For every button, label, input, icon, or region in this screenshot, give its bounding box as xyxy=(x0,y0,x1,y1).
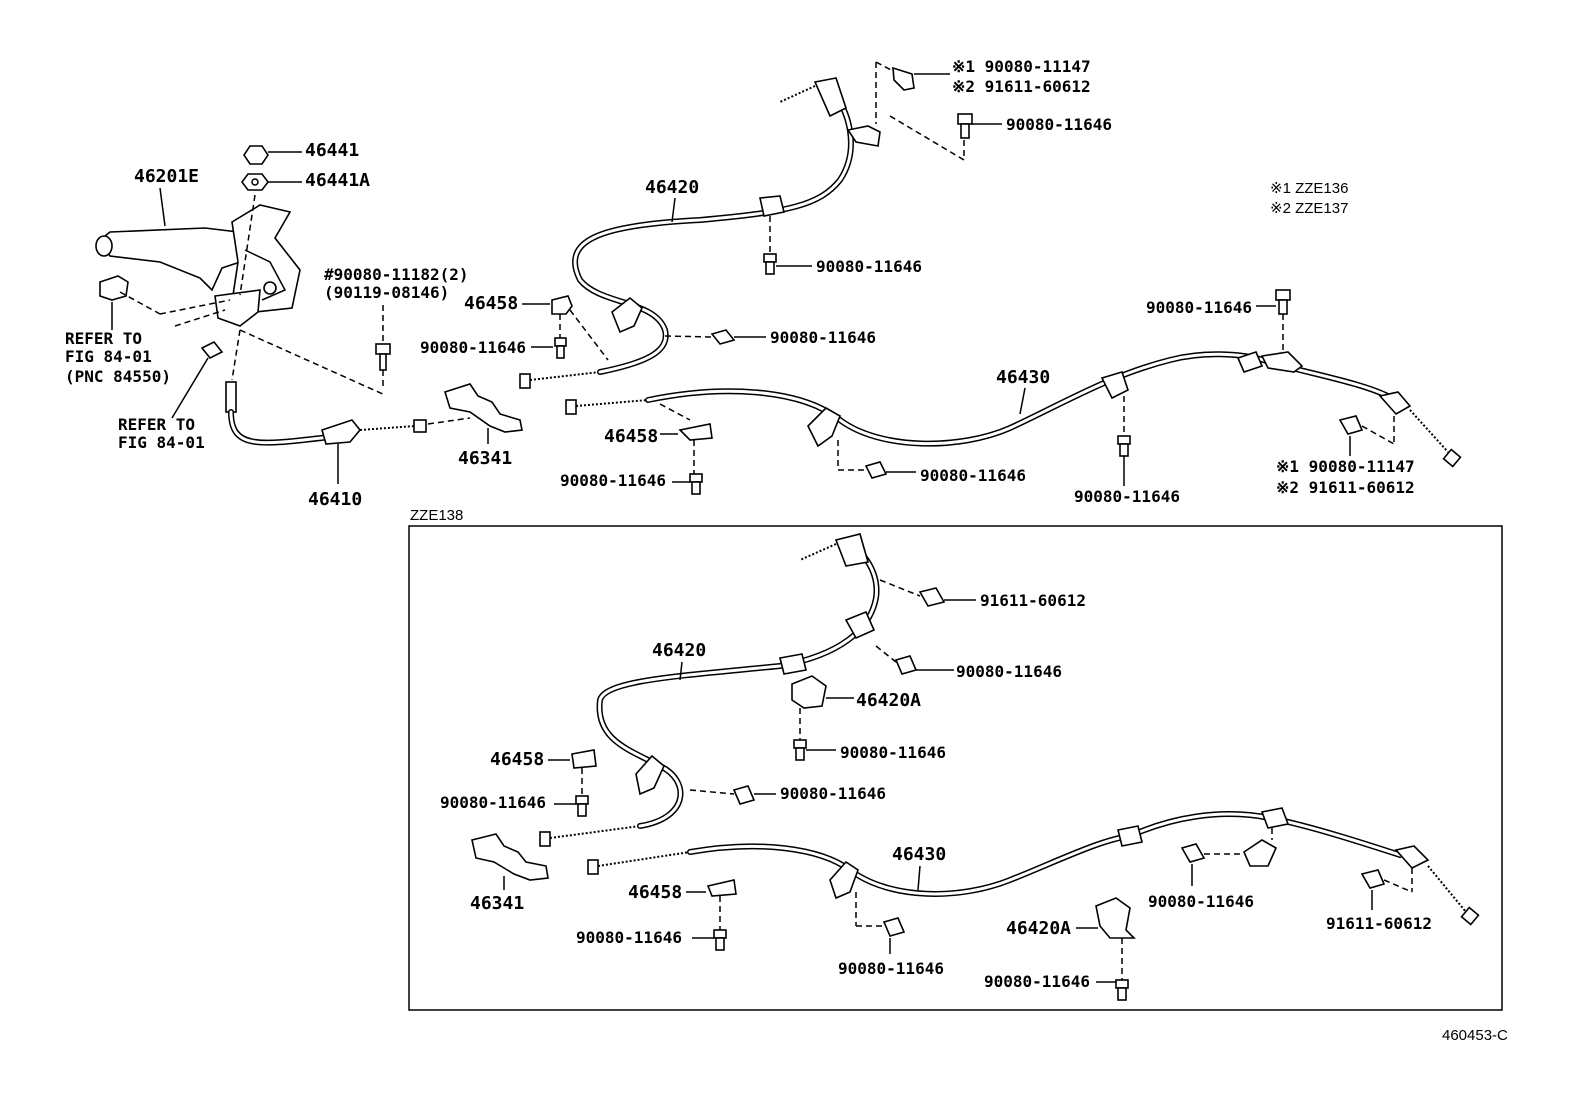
legend-zze137: ※2 ZZE137 xyxy=(1270,200,1348,217)
label-bolt-note2: (90119-08146) xyxy=(324,283,449,302)
parking-brake-lever[interactable] xyxy=(95,204,301,313)
screw-small[interactable] xyxy=(200,340,224,360)
switch-clip[interactable] xyxy=(99,275,129,301)
box-equalizer-46341[interactable] xyxy=(471,833,549,881)
bolt-rh-end-90080[interactable] xyxy=(957,113,973,139)
box-label-46341: 46341 xyxy=(470,893,524,914)
label-lh-note2: ※2 91611-60612 xyxy=(1276,478,1415,497)
label-bolt-e: 90080-11646 xyxy=(560,471,666,490)
label-refer1-line2: FIG 84-01 xyxy=(65,347,152,366)
box-bolt-4[interactable] xyxy=(882,917,906,937)
label-bolt-a: 90080-11646 xyxy=(420,338,526,357)
clamp-46458-lower[interactable] xyxy=(678,423,713,441)
label-46410: 46410 xyxy=(308,489,362,510)
bolt-rh-mid[interactable] xyxy=(763,253,777,275)
bolt-rh-end-special[interactable] xyxy=(892,66,915,91)
bolt-near-46458[interactable] xyxy=(554,337,567,359)
bolt-lh-end-special[interactable] xyxy=(1338,415,1364,435)
bolt-lh-1[interactable] xyxy=(864,461,888,479)
box-lh-cable-46430[interactable] xyxy=(587,807,1480,926)
label-46341-top: 46341 xyxy=(458,448,512,469)
label-refer1-line1: REFER TO xyxy=(65,329,142,348)
label-46441a: 46441A xyxy=(305,170,370,191)
label-bolt-f: 90080-11646 xyxy=(920,466,1026,485)
label-refer1-line3: (PNC 84550) xyxy=(65,367,171,386)
front-cable-46410[interactable] xyxy=(225,381,427,446)
box-label-bolt-8: 90080-11646 xyxy=(984,972,1090,991)
label-46458-lower: 46458 xyxy=(604,426,658,447)
box-clip-46458-upper[interactable] xyxy=(571,749,597,769)
box-bolt-lh-end[interactable] xyxy=(1360,869,1386,889)
box-bolt-5[interactable] xyxy=(1180,843,1206,863)
equalizer-46341[interactable] xyxy=(443,383,523,433)
label-bolt-c: 90080-11646 xyxy=(770,328,876,347)
box-label-bolt-3: 90080-11646 xyxy=(780,784,886,803)
bolt-lh-3[interactable] xyxy=(1275,289,1291,315)
box-bolt-7[interactable] xyxy=(713,929,727,951)
box-label-bolt-2: 90080-11646 xyxy=(840,743,946,762)
label-46201e: 46201E xyxy=(134,166,199,187)
nut-46441[interactable] xyxy=(243,145,269,165)
label-46420-top: 46420 xyxy=(645,177,699,198)
box-label-46420a-lower: 46420A xyxy=(1006,918,1071,939)
box-label-bolt-4: 90080-11646 xyxy=(440,793,546,812)
box-label-46430: 46430 xyxy=(892,844,946,865)
label-bolt-d: 90080-11646 xyxy=(1006,115,1112,134)
label-46458-upper: 46458 xyxy=(464,293,518,314)
box-label-46458-upper: 46458 xyxy=(490,749,544,770)
label-bolt-g: 90080-11646 xyxy=(1074,487,1180,506)
label-rh-note1: ※1 90080-11147 xyxy=(952,57,1091,76)
box-label-bolt-1: 90080-11646 xyxy=(956,662,1062,681)
bolt-lh-2[interactable] xyxy=(1117,435,1131,457)
lh-cable-46430[interactable] xyxy=(565,351,1462,468)
box-rh-cable-46420[interactable] xyxy=(539,533,880,847)
label-bolt-h: 90080-11646 xyxy=(1146,298,1252,317)
label-refer2-line2: FIG 84-01 xyxy=(118,433,205,452)
box-bolt-6[interactable] xyxy=(575,795,589,817)
lever-bracket xyxy=(214,289,261,327)
box-label-bolt-5: 90080-11646 xyxy=(576,928,682,947)
zze138-box xyxy=(408,525,1503,1011)
bolt-near-46458-lower[interactable] xyxy=(689,473,703,495)
box-label-46458-lower: 46458 xyxy=(628,882,682,903)
diagram-code: 460453-C xyxy=(1442,1027,1508,1044)
box-label-46420: 46420 xyxy=(652,640,706,661)
label-lh-note1: ※1 90080-11147 xyxy=(1276,457,1415,476)
clamp-46458-upper[interactable] xyxy=(551,295,573,315)
box-label-bolt-lh-end: 91611-60612 xyxy=(1326,914,1432,933)
box-clamp-46420a-lower[interactable] xyxy=(1095,897,1136,939)
box-bolt-rh-end[interactable] xyxy=(918,587,946,607)
box-label-bolt-6: 90080-11646 xyxy=(838,959,944,978)
bolt-rh-bracket[interactable] xyxy=(710,329,736,345)
box-title: ZZE138 xyxy=(410,507,463,524)
box-bolt-8[interactable] xyxy=(1115,979,1129,1001)
box-bolt-3[interactable] xyxy=(732,785,756,805)
rh-cable-46420[interactable] xyxy=(519,77,881,389)
bolt-90080-11182[interactable] xyxy=(375,343,391,371)
nut-46441a[interactable] xyxy=(241,173,269,191)
box-clamp-46420a-upper[interactable] xyxy=(791,675,827,709)
label-refer2-line1: REFER TO xyxy=(118,415,195,434)
legend-zze136: ※1 ZZE136 xyxy=(1270,180,1348,197)
label-46430-top: 46430 xyxy=(996,367,1050,388)
box-label-bolt-rh-end: 91611-60612 xyxy=(980,591,1086,610)
box-label-46420a-upper: 46420A xyxy=(856,690,921,711)
label-46441: 46441 xyxy=(305,140,359,161)
label-bolt-note1: #90080-11182(2) xyxy=(324,265,469,284)
box-clip-46458-lower[interactable] xyxy=(706,879,737,897)
box-label-bolt-7: 90080-11646 xyxy=(1148,892,1254,911)
label-bolt-b: 90080-11646 xyxy=(816,257,922,276)
label-rh-note2: ※2 91611-60612 xyxy=(952,77,1091,96)
box-bolt-2[interactable] xyxy=(793,739,807,761)
box-bolt-1[interactable] xyxy=(894,655,918,675)
